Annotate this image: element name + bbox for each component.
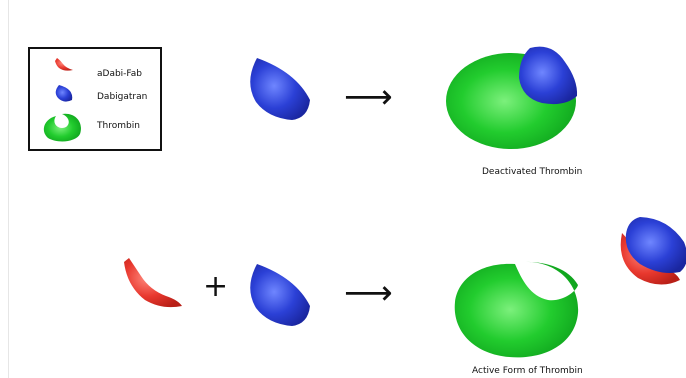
dabigatran-bottom (250, 264, 310, 326)
legend (28, 47, 162, 151)
caption-active-thrombin: Active Form of Thrombin (472, 366, 583, 376)
legend-dabigatran-icon (55, 85, 73, 102)
dabigatran-complex (625, 217, 686, 273)
legend-antibody-icon (55, 58, 73, 71)
dabigatran-top (250, 58, 310, 120)
legend-label-thrombin: Thrombin (97, 121, 140, 131)
page-edge-line (8, 0, 9, 378)
adabi-fab-bottom (124, 258, 182, 308)
reaction-arrow-bottom: ⟶ (344, 273, 393, 313)
dabigatran-bound-top (519, 46, 578, 105)
legend-label-dabigatran: Dabigatran (97, 92, 148, 102)
legend-thrombin-icon (43, 113, 81, 142)
legend-label-adabi-fab: aDabi-Fab (97, 69, 142, 79)
reaction-arrow-top: ⟶ (344, 77, 393, 117)
caption-deactivated-thrombin: Deactivated Thrombin (482, 167, 583, 177)
thrombin-active (454, 261, 579, 358)
plus-sign: + (203, 269, 229, 304)
